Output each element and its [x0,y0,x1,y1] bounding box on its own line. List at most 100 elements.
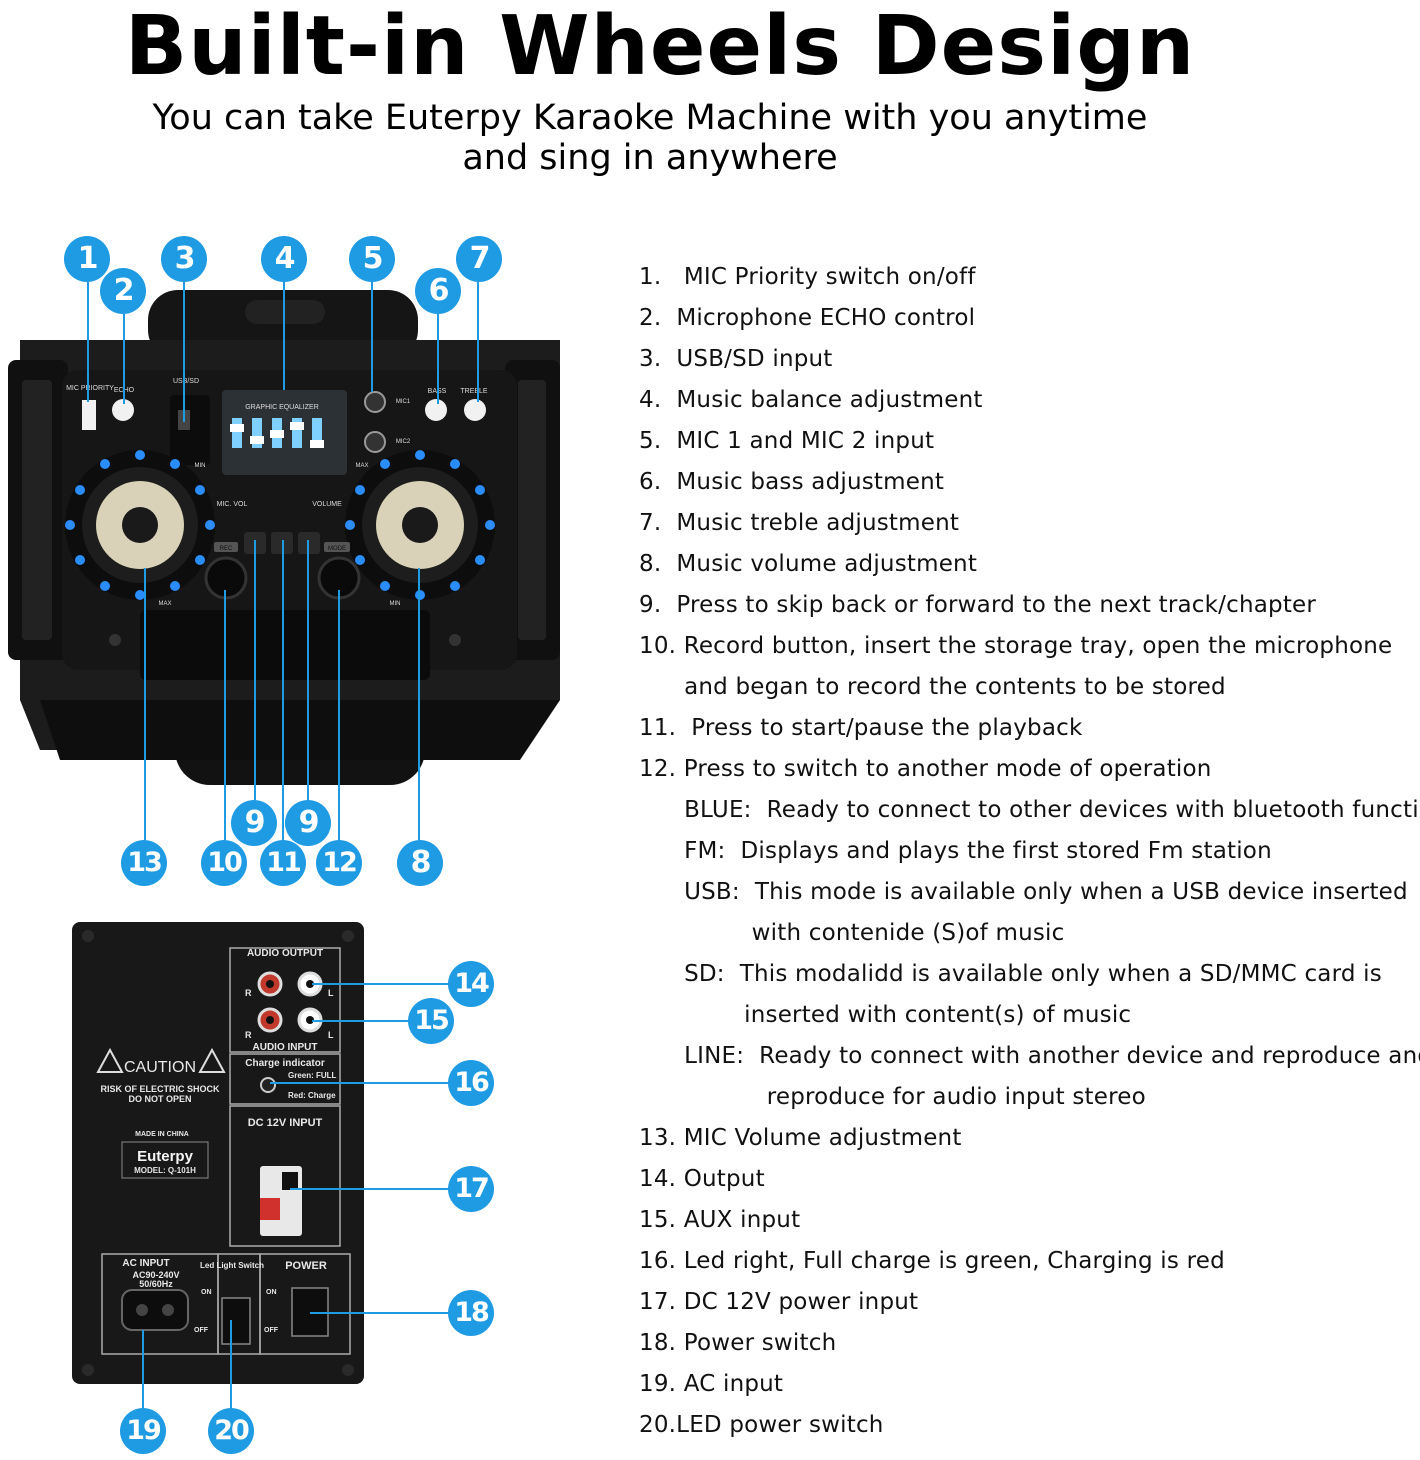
label-treble: TREBLE [460,388,488,395]
callout-17: 17 [448,1166,494,1212]
legend-subitem: SD: This modalidd is available only when… [639,961,1382,987]
leader-line-19 [142,1330,144,1410]
label-brand: Euterpy [137,1148,194,1165]
leader-line-1 [87,282,89,402]
page-subtitle-line2: and sing in anywhere [462,138,838,178]
label-ac-rating: AC90-240V [132,1270,179,1280]
callout-11: 11 [260,840,306,886]
callout-15: 15 [408,998,454,1044]
label-l-input: L [328,1030,334,1040]
callout-13: 13 [121,840,167,886]
page-title: Built-in Wheels Design [124,0,1196,94]
label-on-led: ON [201,1289,212,1296]
back-panel-image: AUDIO OUTPUT R L R L AUDIO INPUT Charge … [70,920,366,1386]
legend-item: 12. Press to switch to another mode of o… [639,756,1212,782]
label-usb-sd: USB/SD [173,378,199,385]
leader-line-12 [338,590,340,840]
leader-line-18 [310,1312,450,1314]
legend-item: 9. Press to skip back or forward to the … [639,592,1317,618]
callout-20: 20 [208,1408,254,1454]
label-min-right: MIN [390,601,401,607]
label-off-power: OFF [264,1327,279,1334]
speaker-front-illustration: MIC PRIORITY ECHO USB/SD GRAPHIC EQUALIZ… [8,290,560,785]
leader-line-8 [418,568,420,840]
label-risk: RISK OF ELECTRIC SHOCK [100,1084,220,1094]
label-graphic-equalizer: GRAPHIC EQUALIZER [245,404,319,411]
legend-item: 15. AUX input [639,1207,801,1233]
legend-subitem: USB: This mode is available only when a … [639,879,1408,905]
legend-item: 10. Record button, insert the storage tr… [639,633,1393,659]
legend-item: 5. MIC 1 and MIC 2 input [639,428,935,454]
label-on-power: ON [266,1289,277,1296]
legend-item: 8. Music volume adjustment [639,551,978,577]
legend-item: 3. USB/SD input [639,346,833,372]
leader-line-17 [290,1188,450,1190]
label-rec: REC [220,546,233,552]
legend-item-continued: and began to record the contents to be s… [639,674,1226,700]
callout-2: 2 [100,268,146,314]
page-subtitle-line1: You can take Euterpy Karaoke Machine wit… [152,98,1148,138]
callout-1: 1 [64,236,110,282]
leader-line-13 [144,568,146,840]
callout-7: 7 [456,236,502,282]
label-green-full: Green: FULL [288,1071,337,1080]
label-do-not-open: DO NOT OPEN [128,1094,191,1104]
callout-6: 6 [415,268,461,314]
label-made-in: MADE IN CHINA [135,1131,189,1138]
leader-line-14 [312,983,452,985]
legend-item: 17. DC 12V power input [639,1289,919,1315]
legend-subitem-continued: reproduce for audio input stereo [639,1084,1146,1110]
legend-item: 14. Output [639,1166,765,1192]
leader-line-9a [254,540,256,800]
legend-item: 4. Music balance adjustment [639,387,983,413]
label-audio-output: AUDIO OUTPUT [247,948,323,959]
label-max-right: MAX [355,463,368,469]
label-audio-input: AUDIO INPUT [253,1042,318,1053]
legend-subitem: FM: Displays and plays the first stored … [639,838,1272,864]
callout-8: 8 [397,840,443,886]
leader-line-16 [270,1082,450,1084]
label-r-input: R [245,1030,252,1040]
legend-item: 6. Music bass adjustment [639,469,945,495]
callout-5: 5 [349,236,395,282]
label-l-output: L [328,988,334,998]
leader-line-6 [437,314,439,404]
legend-item: 20.LED power switch [639,1412,884,1438]
leader-line-3 [183,282,185,422]
leader-line-20 [230,1320,232,1410]
callout-14: 14 [448,961,494,1007]
leader-line-9b [307,540,309,800]
callout-12: 12 [316,840,362,886]
label-red-charge: Red: Charge [288,1091,336,1100]
label-ac-input: AC INPUT [122,1258,169,1269]
label-mic2: MIC2 [396,439,411,445]
callout-16: 16 [448,1060,494,1106]
label-led-switch: Led Light Switch [200,1261,264,1270]
label-model: MODEL: Q-101H [134,1166,196,1175]
legend-subitem-continued: with contenide (S)of music [639,920,1065,946]
callout-19: 19 [120,1408,166,1454]
legend-item: 18. Power switch [639,1330,837,1356]
callout-9a: 9 [231,800,277,846]
leader-line-4 [283,282,285,390]
label-mic1: MIC1 [396,399,411,405]
label-max-left: MAX [158,601,171,607]
legend-item: 19. AC input [639,1371,784,1397]
leader-line-2 [123,314,125,404]
callout-3: 3 [161,236,207,282]
legend-item: 16. Led right, Full charge is green, Cha… [639,1248,1225,1274]
legend-item: 2. Microphone ECHO control [639,305,976,331]
leader-line-7 [477,282,479,402]
legend-subitem-continued: inserted with content(s) of music [639,1002,1132,1028]
label-power: POWER [285,1260,327,1272]
legend-item: 1. MIC Priority switch on/off [639,264,976,290]
label-mic-vol: MIC. VOL [217,501,248,508]
legend-item: 13. MIC Volume adjustment [639,1125,962,1151]
leader-line-5 [371,282,373,392]
callout-10: 10 [201,840,247,886]
legend-subitem: BLUE: Ready to connect to other devices … [639,797,1420,823]
legend-item: 7. Music treble adjustment [639,510,960,536]
callout-9b: 9 [285,800,331,846]
label-off-led: OFF [194,1327,209,1334]
label-dc-input: DC 12V INPUT [248,1117,323,1129]
